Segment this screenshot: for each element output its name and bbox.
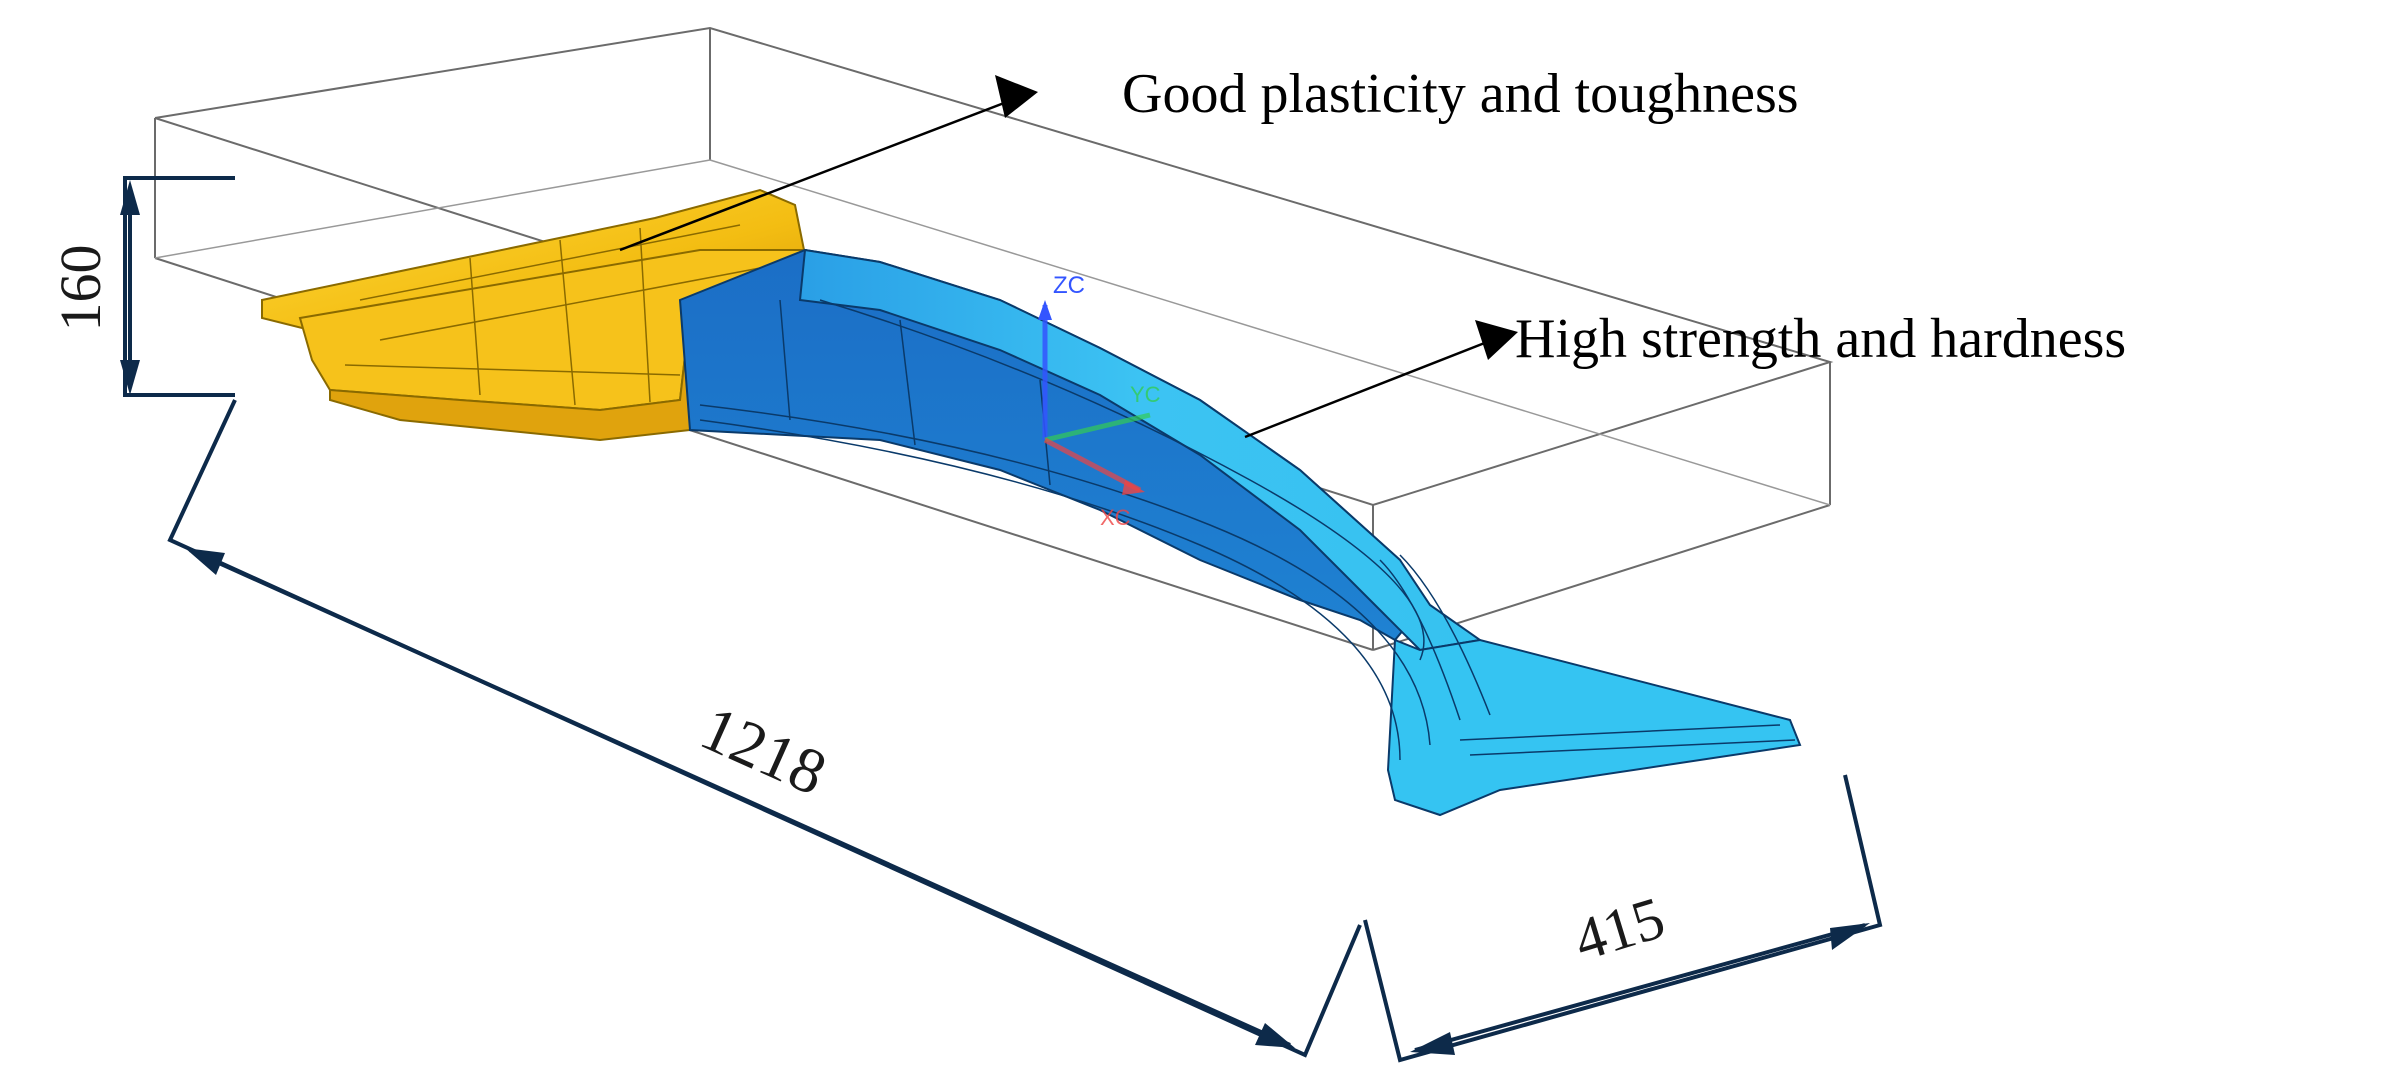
length-dimension: 1218	[167, 399, 1362, 1058]
upper-annotation: Good plasticity and toughness	[1122, 63, 1799, 125]
width-dimension: 415	[1363, 774, 1883, 1063]
height-dimension: 160	[48, 176, 235, 397]
axes-triad: ZC YC XC	[1038, 272, 1161, 530]
axis-y-label: YC	[1130, 382, 1161, 407]
length-dimension-label: 1218	[691, 692, 837, 809]
height-dimension-label: 160	[48, 245, 113, 332]
soft-zone-part	[261, 188, 807, 442]
axis-z-label: ZC	[1053, 272, 1085, 299]
width-dimension-label: 415	[1566, 884, 1671, 973]
lower-leader	[1244, 320, 1518, 439]
lower-annotation: High strength and hardness	[1515, 308, 2126, 370]
upper-leader	[619, 75, 1038, 252]
axis-x-label: XC	[1100, 505, 1131, 530]
